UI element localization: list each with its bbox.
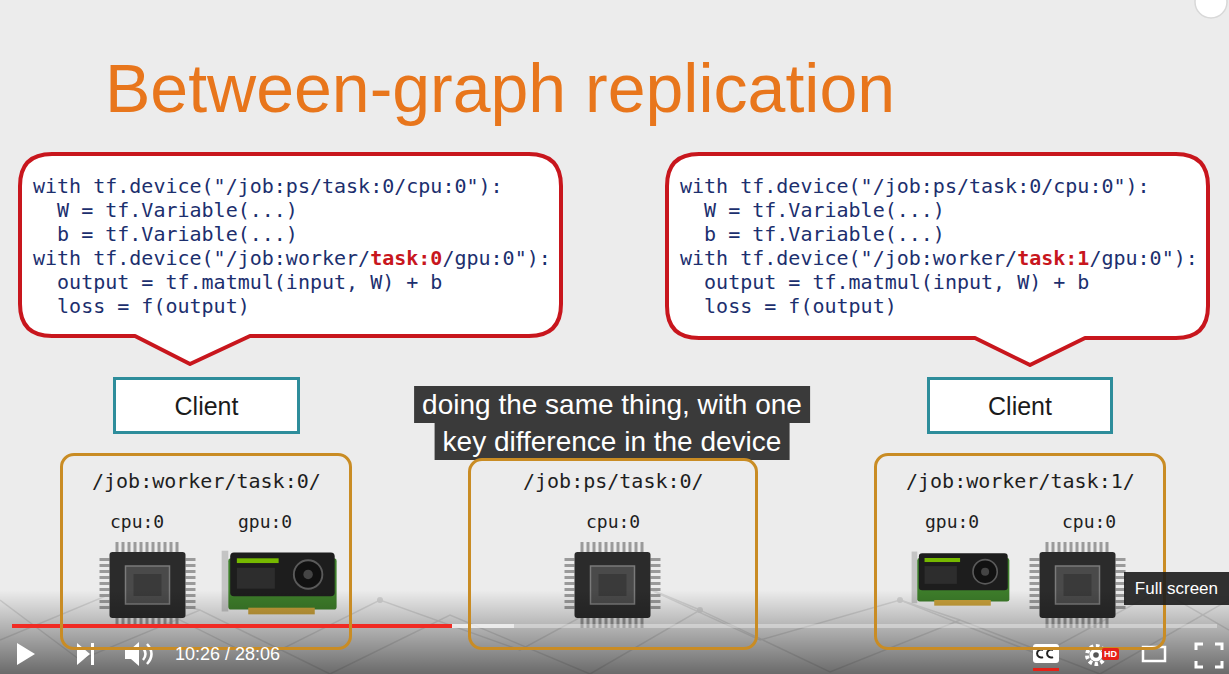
- settings-gear-hole: [1093, 652, 1099, 658]
- tooltip: Full screen: [1124, 572, 1229, 605]
- text-anchor: cpu:0: [1062, 510, 1116, 534]
- machine-box: /job:worker/task:0/cpu:0 gpu:0: [60, 453, 352, 650]
- text-anchor: /job:worker/task:1/: [906, 469, 1135, 493]
- client-label: Client: [175, 391, 239, 421]
- machine-box: /job:ps/task:0/cpu:0: [468, 458, 758, 650]
- code-line: loss = f(output): [680, 294, 1198, 318]
- volume-icon: [125, 642, 139, 666]
- code-text: /gpu:0"):: [1089, 246, 1197, 270]
- captions-icon: [1033, 644, 1059, 663]
- label-anchor: 10:26 / 28:06: [175, 643, 280, 665]
- device-name: cpu:0: [1062, 510, 1116, 534]
- device-name: cpu:0: [110, 510, 164, 534]
- code-line: b = tf.Variable(...): [33, 222, 551, 246]
- device-name: cpu:0: [586, 510, 640, 534]
- code-text: with tf.device("/job:ps/task:0/cpu:0"):: [680, 174, 1150, 198]
- code-line: with tf.device("/job:ps/task:0/cpu:0"):: [680, 174, 1198, 198]
- time-display: 10:26 / 28:06: [175, 643, 280, 665]
- code-text: b = tf.Variable(...): [680, 222, 945, 246]
- client-box: Client: [927, 377, 1113, 434]
- text-anchor: cpu:0: [586, 510, 640, 534]
- code-line: W = tf.Variable(...): [680, 198, 1198, 222]
- progress-buffered: [12, 624, 514, 628]
- text-anchor: /job:worker/task:0/: [92, 469, 321, 493]
- label-anchor: Full screen: [1124, 572, 1229, 605]
- code-line: with tf.device("/job:worker/task:0/gpu:0…: [33, 246, 551, 270]
- code-text: with tf.device("/job:worker/: [33, 246, 370, 270]
- label-anchor: HD: [1102, 643, 1119, 661]
- text-anchor: gpu:0: [238, 510, 292, 534]
- task-highlight: task:1: [1017, 246, 1089, 270]
- code-line: b = tf.Variable(...): [680, 222, 1198, 246]
- network-pattern: [0, 585, 1229, 674]
- client-box: Client: [113, 377, 300, 434]
- progress-track: [12, 624, 1217, 628]
- hd-badge: HD: [1102, 648, 1119, 660]
- code-line: loss = f(output): [33, 294, 551, 318]
- code-line: with tf.device("/job:worker/task:1/gpu:0…: [680, 246, 1198, 270]
- code-text: with tf.device("/job:ps/task:0/cpu:0"):: [33, 174, 503, 198]
- code-line: with tf.device("/job:ps/task:0/cpu:0"):: [33, 174, 551, 198]
- code-text: loss = f(output): [33, 294, 250, 318]
- text-anchor: /job:ps/task:0/: [523, 469, 704, 493]
- captions-icon-mark: [1037, 650, 1043, 658]
- device-name: gpu:0: [238, 510, 292, 534]
- code-text: with tf.device("/job:worker/: [680, 246, 1017, 270]
- corner-button: [1195, 0, 1227, 18]
- speech-bubble-shape: [20, 154, 561, 364]
- code-text: output = tf.matmul(input, W) + b: [33, 270, 442, 294]
- play-icon: [17, 643, 35, 665]
- fullscreen-icon: [1196, 644, 1222, 667]
- code-text: W = tf.Variable(...): [33, 198, 298, 222]
- label-anchor: doing the same thing, with one: [414, 386, 810, 423]
- subtitle-line: doing the same thing, with one: [414, 386, 810, 423]
- captions-icon-mark: [1047, 650, 1053, 658]
- code-text: W = tf.Variable(...): [680, 198, 945, 222]
- code-text: b = tf.Variable(...): [33, 222, 298, 246]
- job-path: /job:worker/task:0/: [92, 469, 321, 493]
- job-path: /job:worker/task:1/: [906, 469, 1135, 493]
- title-anchor: Between-graph replication: [105, 54, 895, 122]
- code-line: output = tf.matmul(input, W) + b: [680, 270, 1198, 294]
- code-line: output = tf.matmul(input, W) + b: [33, 270, 551, 294]
- label-anchor: key difference in the device: [435, 423, 790, 460]
- progress-played: [12, 624, 452, 628]
- next-icon-bar: [91, 643, 94, 665]
- player-shade: [0, 590, 1229, 674]
- code-bubble: with tf.device("/job:ps/task:0/cpu:0"): …: [18, 152, 563, 338]
- task-highlight: task:0: [370, 246, 442, 270]
- code-text: output = tf.matmul(input, W) + b: [680, 270, 1089, 294]
- code-text: loss = f(output): [680, 294, 897, 318]
- settings-gear: [1090, 649, 1103, 662]
- volume-wave: [147, 644, 152, 664]
- next-icon: [77, 643, 90, 665]
- code-bubble: with tf.device("/job:ps/task:0/cpu:0"): …: [665, 152, 1210, 340]
- subtitle-line: key difference in the device: [435, 423, 790, 460]
- text-anchor: gpu:0: [925, 510, 979, 534]
- code-text: /gpu:0"):: [442, 246, 550, 270]
- device-name: gpu:0: [925, 510, 979, 534]
- speech-bubble-shape: [667, 154, 1208, 365]
- captions-active-bar: [1033, 668, 1059, 671]
- machine-box: /job:worker/task:1/gpu:0 cpu:0: [874, 453, 1166, 650]
- client-label: Client: [988, 391, 1052, 421]
- code-line: W = tf.Variable(...): [33, 198, 551, 222]
- text-anchor: cpu:0: [110, 510, 164, 534]
- job-path: /job:ps/task:0/: [523, 469, 704, 493]
- slide-title: Between-graph replication: [105, 54, 895, 122]
